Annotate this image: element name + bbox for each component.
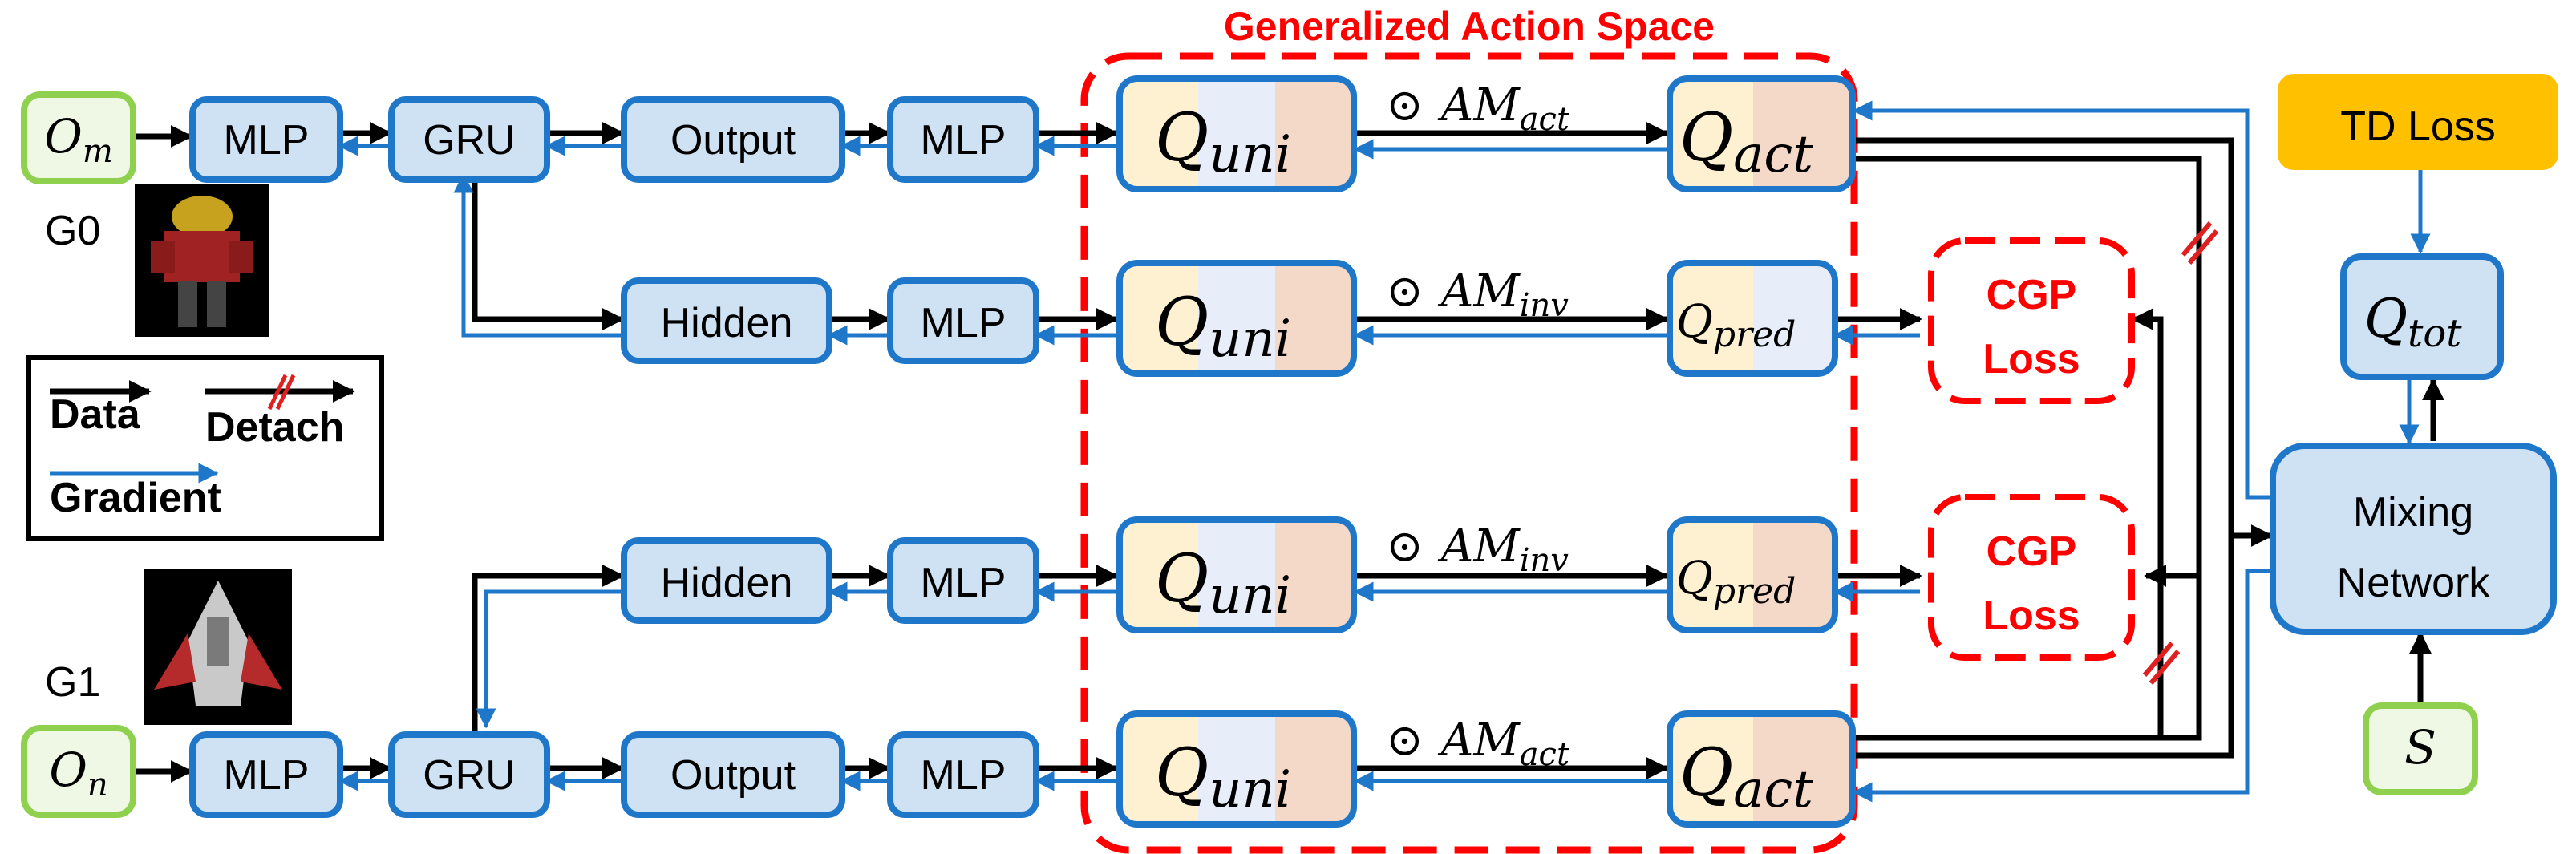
svg-text:Quni: Quni bbox=[1155, 735, 1291, 820]
row3-connectors bbox=[472, 565, 1922, 731]
svg-text:Qact: Qact bbox=[1679, 735, 1813, 820]
svg-text:Quni: Quni bbox=[1155, 541, 1291, 625]
svg-text:CGP: CGP bbox=[1987, 528, 2077, 575]
unit-sprite-g1 bbox=[144, 569, 292, 725]
legend-data: Data bbox=[50, 391, 141, 438]
q-pred-box-r2: Qpred bbox=[1667, 260, 1838, 377]
output-box-r1: Output bbox=[621, 96, 845, 183]
mask-label-r4: ⊙AMact bbox=[1386, 714, 1570, 773]
mlp-box-r4-right: MLP bbox=[887, 731, 1039, 818]
generalized-action-space-frame bbox=[1080, 52, 1858, 854]
svg-text:Qact: Qact bbox=[1679, 100, 1813, 184]
hidden-box-r3: Hidden bbox=[621, 537, 832, 624]
mlp-box-r2: MLP bbox=[887, 277, 1039, 364]
svg-text:Qtot: Qtot bbox=[2364, 288, 2462, 356]
cgp-loss-box-bottom: CGP Loss bbox=[1928, 494, 2135, 661]
gru-box-r4: GRU bbox=[388, 731, 550, 818]
svg-text:GRU: GRU bbox=[423, 117, 516, 164]
svg-text:MLP: MLP bbox=[224, 117, 310, 164]
detach-mark-bottom bbox=[2142, 642, 2181, 685]
gru-box-r1: GRU bbox=[388, 96, 550, 183]
cgp-loss-box-top: CGP Loss bbox=[1928, 237, 2135, 404]
mlp-box-r1-left: MLP bbox=[189, 96, 343, 183]
input-s-node: S bbox=[2363, 702, 2478, 795]
mixing-network-box: Mixing Network bbox=[2270, 443, 2557, 635]
q-uni-box-r3: Quni bbox=[1116, 516, 1357, 633]
legend-box: Data Detach Gradient bbox=[26, 355, 384, 541]
svg-text:Quni: Quni bbox=[1155, 285, 1291, 369]
mlp-box-r3: MLP bbox=[887, 537, 1039, 624]
q-act-box-r1: Qact bbox=[1667, 75, 1856, 192]
svg-text:Hidden: Hidden bbox=[661, 560, 793, 606]
svg-text:Loss: Loss bbox=[1983, 593, 2080, 639]
input-om-node: Om bbox=[21, 91, 136, 184]
svg-text:MLP: MLP bbox=[921, 560, 1007, 606]
svg-text:MLP: MLP bbox=[921, 300, 1007, 346]
svg-text:MLP: MLP bbox=[921, 752, 1007, 799]
svg-text:MLP: MLP bbox=[921, 117, 1007, 164]
svg-text:MLP: MLP bbox=[224, 752, 310, 799]
generalized-action-space-title: Generalized Action Space bbox=[1224, 4, 1715, 49]
q-uni-box-r4: Quni bbox=[1116, 710, 1357, 828]
svg-text:Quni: Quni bbox=[1155, 100, 1291, 184]
mlp-box-r4-left: MLP bbox=[189, 731, 343, 818]
svg-text:Output: Output bbox=[670, 752, 796, 799]
svg-text:Loss: Loss bbox=[1983, 336, 2080, 382]
mask-label-r2: ⊙AMinv bbox=[1386, 265, 1569, 324]
svg-text:Qpred: Qpred bbox=[1676, 552, 1796, 612]
svg-text:Qpred: Qpred bbox=[1676, 296, 1796, 355]
mlp-box-r1-right: MLP bbox=[887, 96, 1039, 183]
q-uni-box-r1: Quni bbox=[1116, 75, 1357, 192]
group-label-g1: G1 bbox=[45, 659, 100, 706]
svg-text:TD Loss: TD Loss bbox=[2340, 103, 2496, 150]
svg-text:Network: Network bbox=[2337, 560, 2491, 606]
svg-text:Output: Output bbox=[670, 117, 796, 164]
mask-label-r3: ⊙AMinv bbox=[1386, 520, 1569, 579]
svg-text:Mixing: Mixing bbox=[2353, 489, 2473, 536]
q-tot-box: Qtot bbox=[2340, 253, 2504, 380]
right-routing bbox=[1852, 100, 2444, 803]
legend-gradient: Gradient bbox=[50, 475, 221, 521]
row2-connectors bbox=[453, 170, 1922, 346]
svg-text:S: S bbox=[2404, 720, 2436, 775]
q-pred-box-r3: Qpred bbox=[1667, 516, 1838, 633]
svg-text:GRU: GRU bbox=[423, 752, 516, 799]
row4-connectors bbox=[132, 757, 1669, 791]
svg-text:Om: Om bbox=[44, 109, 113, 170]
legend-detach: Detach bbox=[205, 404, 344, 451]
input-on-node: On bbox=[21, 725, 136, 818]
td-loss-box: TD Loss bbox=[2278, 74, 2558, 170]
q-uni-box-r2: Quni bbox=[1116, 260, 1357, 377]
svg-text:CGP: CGP bbox=[1987, 272, 2077, 318]
group-label-g0: G0 bbox=[45, 208, 100, 254]
svg-text:Hidden: Hidden bbox=[661, 300, 793, 346]
mask-label-r1: ⊙AMact bbox=[1386, 79, 1570, 138]
q-act-box-r4: Qact bbox=[1667, 710, 1856, 828]
hidden-box-r2: Hidden bbox=[621, 277, 832, 364]
unit-sprite-g0 bbox=[135, 184, 269, 337]
output-box-r4: Output bbox=[621, 731, 845, 818]
row1-connectors bbox=[132, 122, 1669, 160]
svg-text:On: On bbox=[49, 743, 107, 803]
detach-mark-top bbox=[2181, 221, 2219, 265]
